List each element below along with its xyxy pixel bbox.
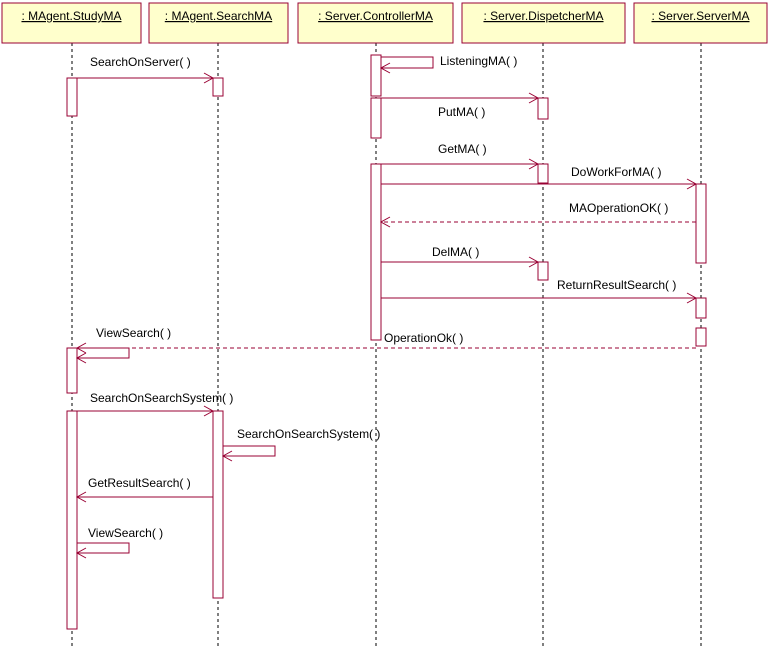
activation-server [695, 183, 707, 264]
self-message-arrow [223, 445, 276, 457]
activation-dispatcher [537, 163, 549, 184]
message-label: GetMA( ) [438, 142, 487, 156]
activation-controller [370, 54, 382, 97]
arrow-head [379, 216, 391, 228]
activation-studyma [66, 77, 78, 117]
arrow-head [221, 450, 233, 462]
object-label-searchma: : MAgent.SearchMA [165, 9, 272, 23]
message-label: PutMA( ) [438, 105, 485, 119]
activation-studyma [66, 410, 78, 630]
activation-dispatcher [537, 261, 549, 281]
arrow-head [75, 547, 87, 559]
arrow-head [686, 292, 698, 304]
message-label: GetResultSearch( ) [88, 476, 191, 490]
object-box-studyma [1, 2, 142, 44]
arrow-head [528, 92, 540, 104]
message-label: DoWorkForMA( ) [571, 165, 661, 179]
arrow-head [203, 405, 215, 417]
message-label: ViewSearch( ) [96, 326, 171, 340]
arrow-head [379, 62, 391, 74]
object-box-dispatcher [461, 2, 626, 44]
message-label: DelMA( ) [432, 245, 479, 259]
activation-controller [370, 163, 382, 341]
self-message-arrow [381, 56, 434, 69]
activation-studyma [66, 347, 78, 394]
object-label-server: : Server.ServerMA [651, 9, 749, 23]
arrow-head [75, 352, 87, 364]
arrow-head [528, 256, 540, 268]
activation-server [695, 297, 707, 319]
message-label: OperationOk( ) [384, 331, 463, 345]
message-label: SearchOnSearchSystem( ) [237, 427, 380, 441]
activation-server [695, 327, 707, 347]
message-label: MAOperationOK( ) [569, 201, 668, 215]
object-box-controller [297, 2, 454, 44]
object-box-searchma [148, 2, 289, 44]
message-label: ReturnResultSearch( ) [557, 278, 676, 292]
self-message-arrow [77, 347, 130, 359]
activation-searchma [212, 410, 224, 599]
object-label-studyma: : MAgent.StudyMA [21, 9, 121, 23]
message-label: SearchOnServer( ) [90, 55, 191, 69]
message-label: ListeningMA( ) [440, 54, 517, 68]
arrow-head [686, 178, 698, 190]
self-message-arrow [77, 542, 130, 554]
object-box-server [633, 2, 768, 44]
arrow-head [75, 491, 87, 503]
message-label: SearchOnSearchSystem( ) [90, 391, 233, 405]
activation-controller [370, 97, 382, 139]
object-label-dispatcher: : Server.DispetcherMA [483, 9, 603, 23]
activation-dispatcher [537, 97, 549, 120]
message-label: ViewSearch( ) [88, 526, 163, 540]
object-label-controller: : Server.ControllerMA [318, 9, 433, 23]
arrow-head [203, 72, 215, 84]
activation-searchma [212, 77, 224, 97]
arrow-head [528, 158, 540, 170]
